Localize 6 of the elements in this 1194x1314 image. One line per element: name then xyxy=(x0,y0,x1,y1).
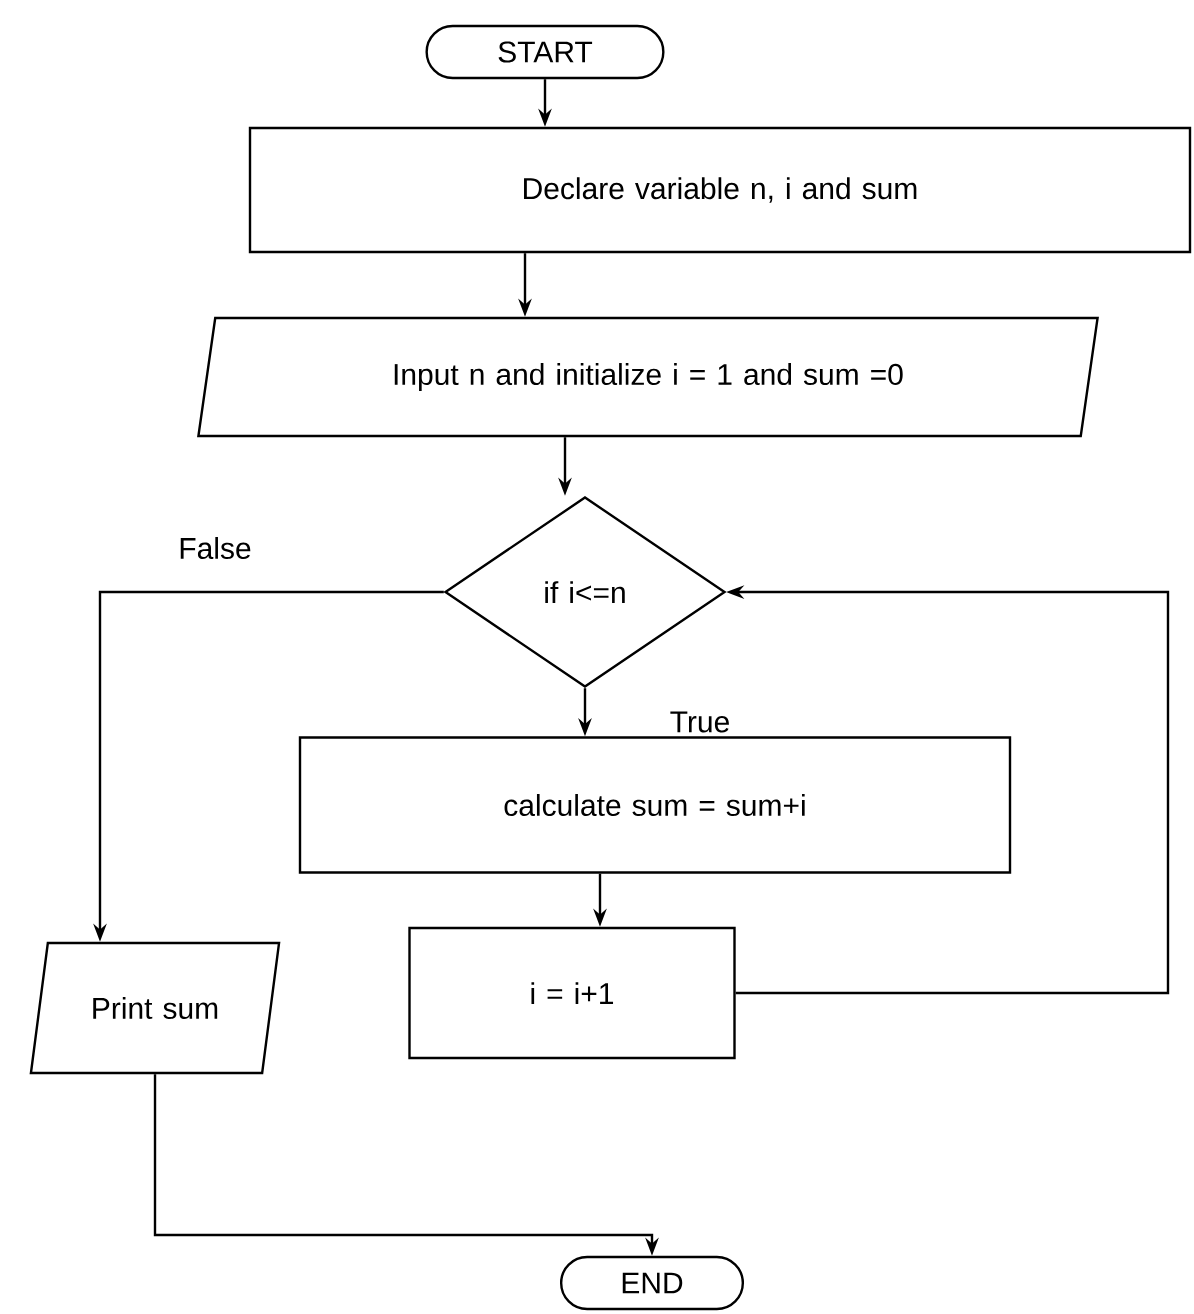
io-parallelogram: Print sum xyxy=(29,941,281,1075)
io-parallelogram: Input n and initialize i = 1 and sum =0 xyxy=(197,316,1099,438)
edge-label: False xyxy=(176,535,254,562)
process-box: Declare variable n, i and sum xyxy=(248,126,1192,254)
process-box: calculate sum = sum+i xyxy=(298,736,1012,874)
process-box: i = i+1 xyxy=(408,926,736,1060)
